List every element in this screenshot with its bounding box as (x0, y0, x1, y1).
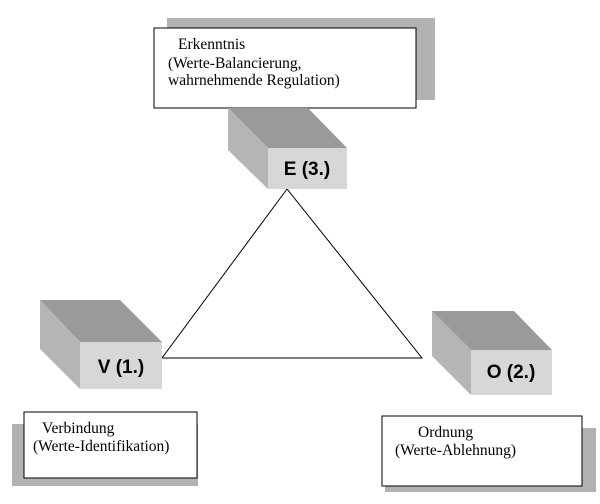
note-erkenntnis: Erkenntnis (Werte-Balancierung, wahrnehm… (153, 18, 435, 109)
note-box (381, 415, 583, 487)
box-top-face (432, 311, 552, 350)
node-e-label: E (3.) (284, 159, 330, 180)
node-e-box: E (3.) (228, 108, 347, 189)
note-line-detail-1: (Werte-Ablehnung) (395, 442, 516, 459)
box-left-face (432, 311, 471, 395)
note-line-title: Ordnung (418, 424, 473, 441)
box-top-face (228, 108, 347, 148)
note-line-detail-2: wahrnehmende Regulation) (168, 72, 340, 89)
triangle-connector (161, 188, 424, 359)
note-verbindung: Verbindung (Werte-Identifikation) (12, 411, 198, 486)
note-box (153, 27, 417, 109)
box-left-face (228, 108, 268, 189)
note-line-detail-1: (Werte-Identifikation) (33, 438, 169, 455)
node-v-label: V (1.) (98, 357, 144, 378)
box-front-face (471, 350, 552, 395)
box-left-face (40, 300, 80, 389)
box-top-face (40, 300, 162, 342)
note-line-title: Erkenntnis (178, 36, 245, 53)
node-o-label: O (2.) (487, 362, 536, 383)
box-front-face (80, 342, 162, 389)
box-front-face (268, 148, 347, 189)
note-line-detail-1: (Werte-Balancierung, (168, 55, 301, 72)
note-line-title: Verbindung (42, 420, 115, 437)
note-box (23, 411, 198, 479)
node-o-box: O (2.) (432, 311, 552, 395)
node-v-box: V (1.) (40, 300, 162, 389)
note-ordnung: Ordnung (Werte-Ablehnung) (381, 415, 596, 492)
